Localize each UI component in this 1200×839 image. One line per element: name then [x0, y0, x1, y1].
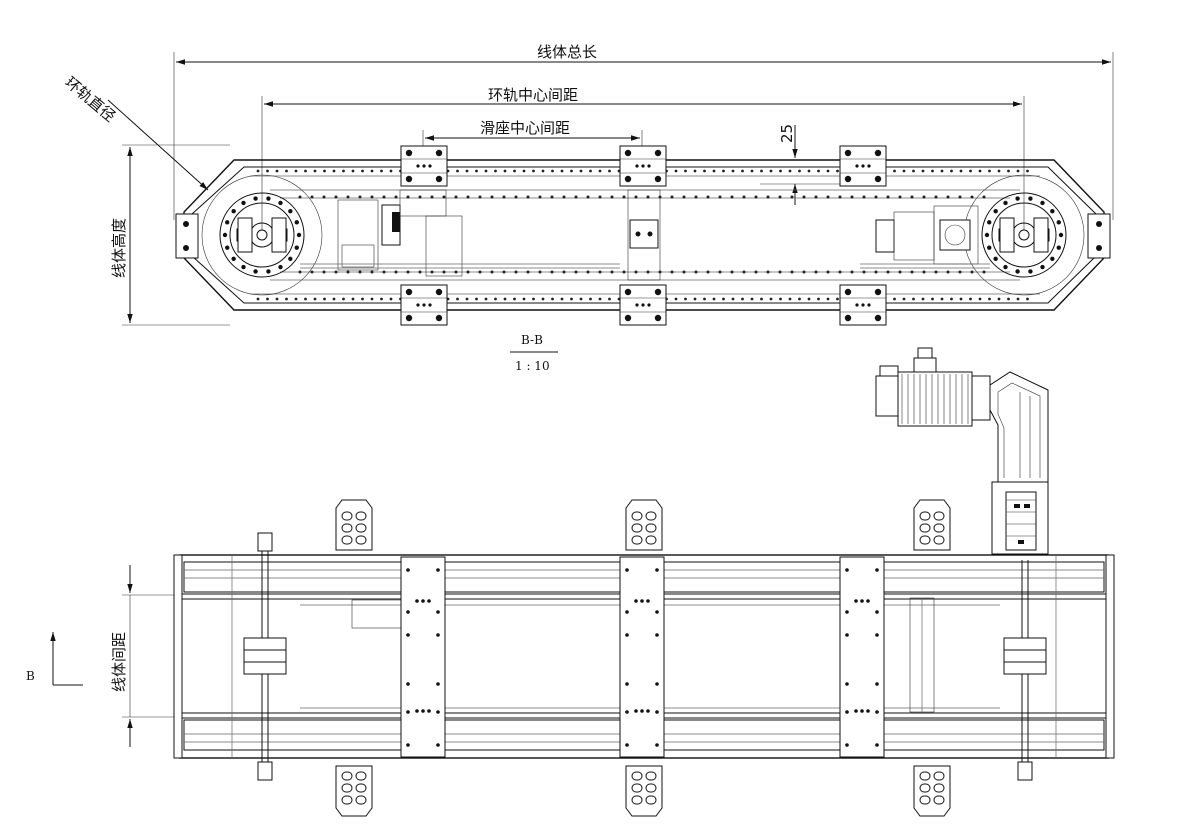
plan-view	[173, 347, 1115, 817]
rail-hole-row-lower-inner	[298, 270, 986, 274]
slider-blocks-bottom	[400, 284, 887, 326]
drive-motor-assembly	[875, 347, 1049, 555]
dimension-overall-length: 线体总长	[173, 43, 1114, 220]
right-sprocket	[963, 174, 1085, 296]
left-drive-mechanism	[300, 189, 620, 277]
line-height-label: 线体高度	[110, 218, 128, 278]
ring-rail-diameter-label: 环轨直径	[61, 73, 119, 125]
section-scale: 1 : 10	[515, 359, 550, 373]
dimension-offset-25: 25	[760, 124, 840, 205]
dimension-ring-rail-center-distance: 环轨中心间距	[261, 86, 1025, 235]
rail-hole-row-upper-inner	[298, 195, 986, 199]
mounting-feet	[335, 499, 951, 817]
dimension-ring-rail-diameter: 环轨直径	[61, 73, 209, 191]
loop-elevation-view	[175, 145, 1111, 326]
view-arrow-label: B	[26, 669, 35, 683]
section-label: B-B 1 : 10	[510, 333, 558, 373]
section-view-arrow: B	[26, 632, 83, 686]
dimension-line-height: 线体高度	[110, 144, 230, 326]
right-end-block	[999, 213, 1111, 259]
dimension-line-spacing: 线体间距	[110, 565, 180, 747]
section-name: B-B	[521, 333, 543, 347]
slider-blocks-top	[400, 145, 887, 187]
rail-hole-row-top	[256, 169, 1029, 173]
line-spacing-label: 线体间距	[110, 632, 128, 692]
left-end-block	[175, 213, 287, 259]
slider-center-distance-label: 滑座中心间距	[480, 119, 570, 137]
left-shaft-assembly	[243, 532, 287, 781]
offset-dimension-label: 25	[778, 124, 796, 143]
right-shaft-assembly	[1003, 560, 1047, 781]
right-drive-mechanism	[860, 205, 990, 269]
left-sprocket	[201, 174, 323, 296]
overall-length-label: 线体总长	[537, 43, 597, 61]
ring-rail-center-distance-label: 环轨中心间距	[488, 86, 578, 104]
center-support-column	[627, 189, 661, 281]
slide-carriages	[400, 556, 885, 758]
dimension-slider-center-distance: 滑座中心间距	[422, 119, 643, 150]
